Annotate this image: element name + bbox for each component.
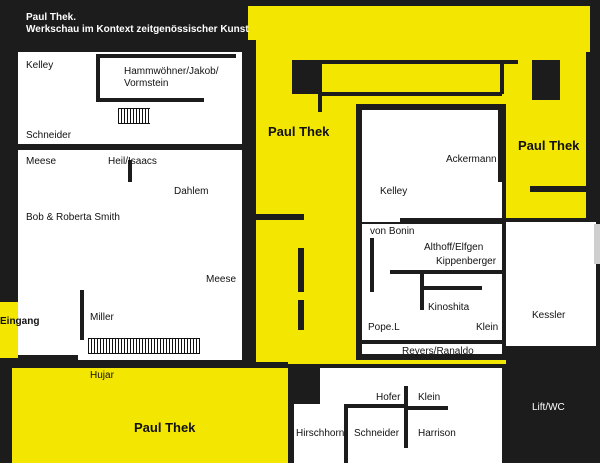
- label-kinoshita: Kinoshita: [428, 302, 470, 313]
- entrance-gap: [0, 302, 18, 358]
- wall-left-lower: [0, 370, 12, 463]
- label-reyers-ranaldo: Reyers/Ranaldo: [402, 346, 474, 357]
- partition-reyers: [362, 340, 502, 344]
- partition-miller-stub: [80, 290, 84, 340]
- right-notch-white: [530, 186, 586, 192]
- wall-right-outer: [586, 52, 590, 222]
- partition-bottom-v1: [404, 386, 408, 448]
- label-von-bonin: von Bonin: [370, 226, 415, 237]
- label-althoff-elfgen: Althoff/Elfgen: [424, 242, 484, 253]
- partition-althoff-left: [370, 238, 374, 292]
- label-schneider-2: Schneider: [354, 428, 400, 439]
- partition-kinoshita-h: [422, 286, 482, 290]
- label-pope-l: Pope.L: [368, 322, 400, 333]
- corridor-bottom: [12, 368, 288, 463]
- title-line1: Paul Thek.: [26, 12, 77, 23]
- label-kelley-1: Kelley: [26, 60, 54, 71]
- label-paul-thek-right: Paul Thek: [518, 138, 580, 153]
- label-heil-isaacs: Heil/Isaacs: [108, 156, 157, 167]
- partition-kippen-line: [390, 270, 502, 274]
- partition-bottom-h1: [344, 404, 404, 408]
- label-kessler: Kessler: [532, 310, 566, 321]
- wall-ackermann-bottom: [400, 218, 502, 222]
- partition-kinoshita-vert: [420, 274, 424, 310]
- label-eingang: Eingang: [0, 316, 40, 327]
- wall-right-vert: [500, 64, 504, 94]
- wall-upper-corridor-vert: [318, 60, 322, 112]
- wall-right-outer-top: [248, 0, 600, 6]
- wall-upper-corridor-line2: [322, 92, 502, 96]
- label-hammwoehner-1: Hammwöhner/Jakob/: [124, 66, 219, 77]
- lift-wc-area: [506, 352, 600, 463]
- label-paul-thek-bottom: Paul Thek: [134, 420, 196, 435]
- label-meese-1: Meese: [26, 156, 57, 167]
- stairs-upper: [118, 108, 150, 124]
- label-klein-1: Klein: [476, 322, 499, 333]
- partition-hamm-vertical: [96, 54, 100, 102]
- partition-hamm-horizontal: [96, 54, 236, 58]
- wall-center-corridor: [244, 214, 304, 220]
- label-hofer: Hofer: [376, 392, 401, 403]
- room-hirschhorn: [294, 404, 348, 463]
- partition-bottom-h2: [408, 406, 448, 410]
- label-kelley-2: Kelley: [380, 186, 408, 197]
- partition-lower-left: [18, 355, 78, 361]
- wall-left-mid: [0, 290, 12, 302]
- room-meese-miller: [18, 150, 242, 360]
- label-lift-wc: Lift/WC: [532, 402, 565, 413]
- wall-upper-corridor-line: [318, 60, 518, 64]
- wall-left-corner-bottom: [12, 362, 288, 368]
- label-paul-thek-center: Paul Thek: [268, 124, 330, 139]
- label-hammwoehner-2: Vormstein: [124, 78, 169, 89]
- label-bob-roberta: Bob & Roberta Smith: [26, 212, 120, 223]
- title-line2: Werkschau im Kontext zeitgenössischer Ku…: [26, 24, 249, 35]
- wall-top-right-pillar: [532, 60, 560, 100]
- label-schneider-1: Schneider: [26, 130, 72, 141]
- label-meese-2: Meese: [206, 274, 237, 285]
- label-hirschhorn: Hirschhorn: [296, 428, 345, 439]
- label-kippenberger: Kippenberger: [436, 256, 497, 267]
- stairs-lower: [88, 338, 200, 354]
- room-kessler: [506, 222, 596, 346]
- label-klein-2: Klein: [418, 392, 441, 403]
- wall-upper-corridor-frame: [292, 60, 318, 94]
- plan-title: Paul Thek. Werkschau im Kontext zeitgenö…: [26, 12, 249, 36]
- label-dahlem: Dahlem: [174, 186, 209, 197]
- room-ackermann-kelley: [362, 110, 502, 222]
- room-hofer-klein: [320, 368, 502, 463]
- wall-top-right: [590, 0, 600, 220]
- wall-ackermann-inner: [498, 110, 502, 182]
- pillar-center-1: [298, 248, 304, 292]
- wall-kessler-greyline: [594, 224, 600, 264]
- label-hujar: Hujar: [90, 370, 114, 381]
- partition-bottom-v2: [344, 404, 348, 463]
- label-harrison: Harrison: [418, 428, 456, 439]
- pillar-center-2: [298, 300, 304, 330]
- label-miller: Miller: [90, 312, 114, 323]
- label-ackermann: Ackermann: [446, 154, 497, 165]
- partition-heil-stub: [128, 160, 132, 182]
- partition-hamm-bottom: [96, 98, 204, 102]
